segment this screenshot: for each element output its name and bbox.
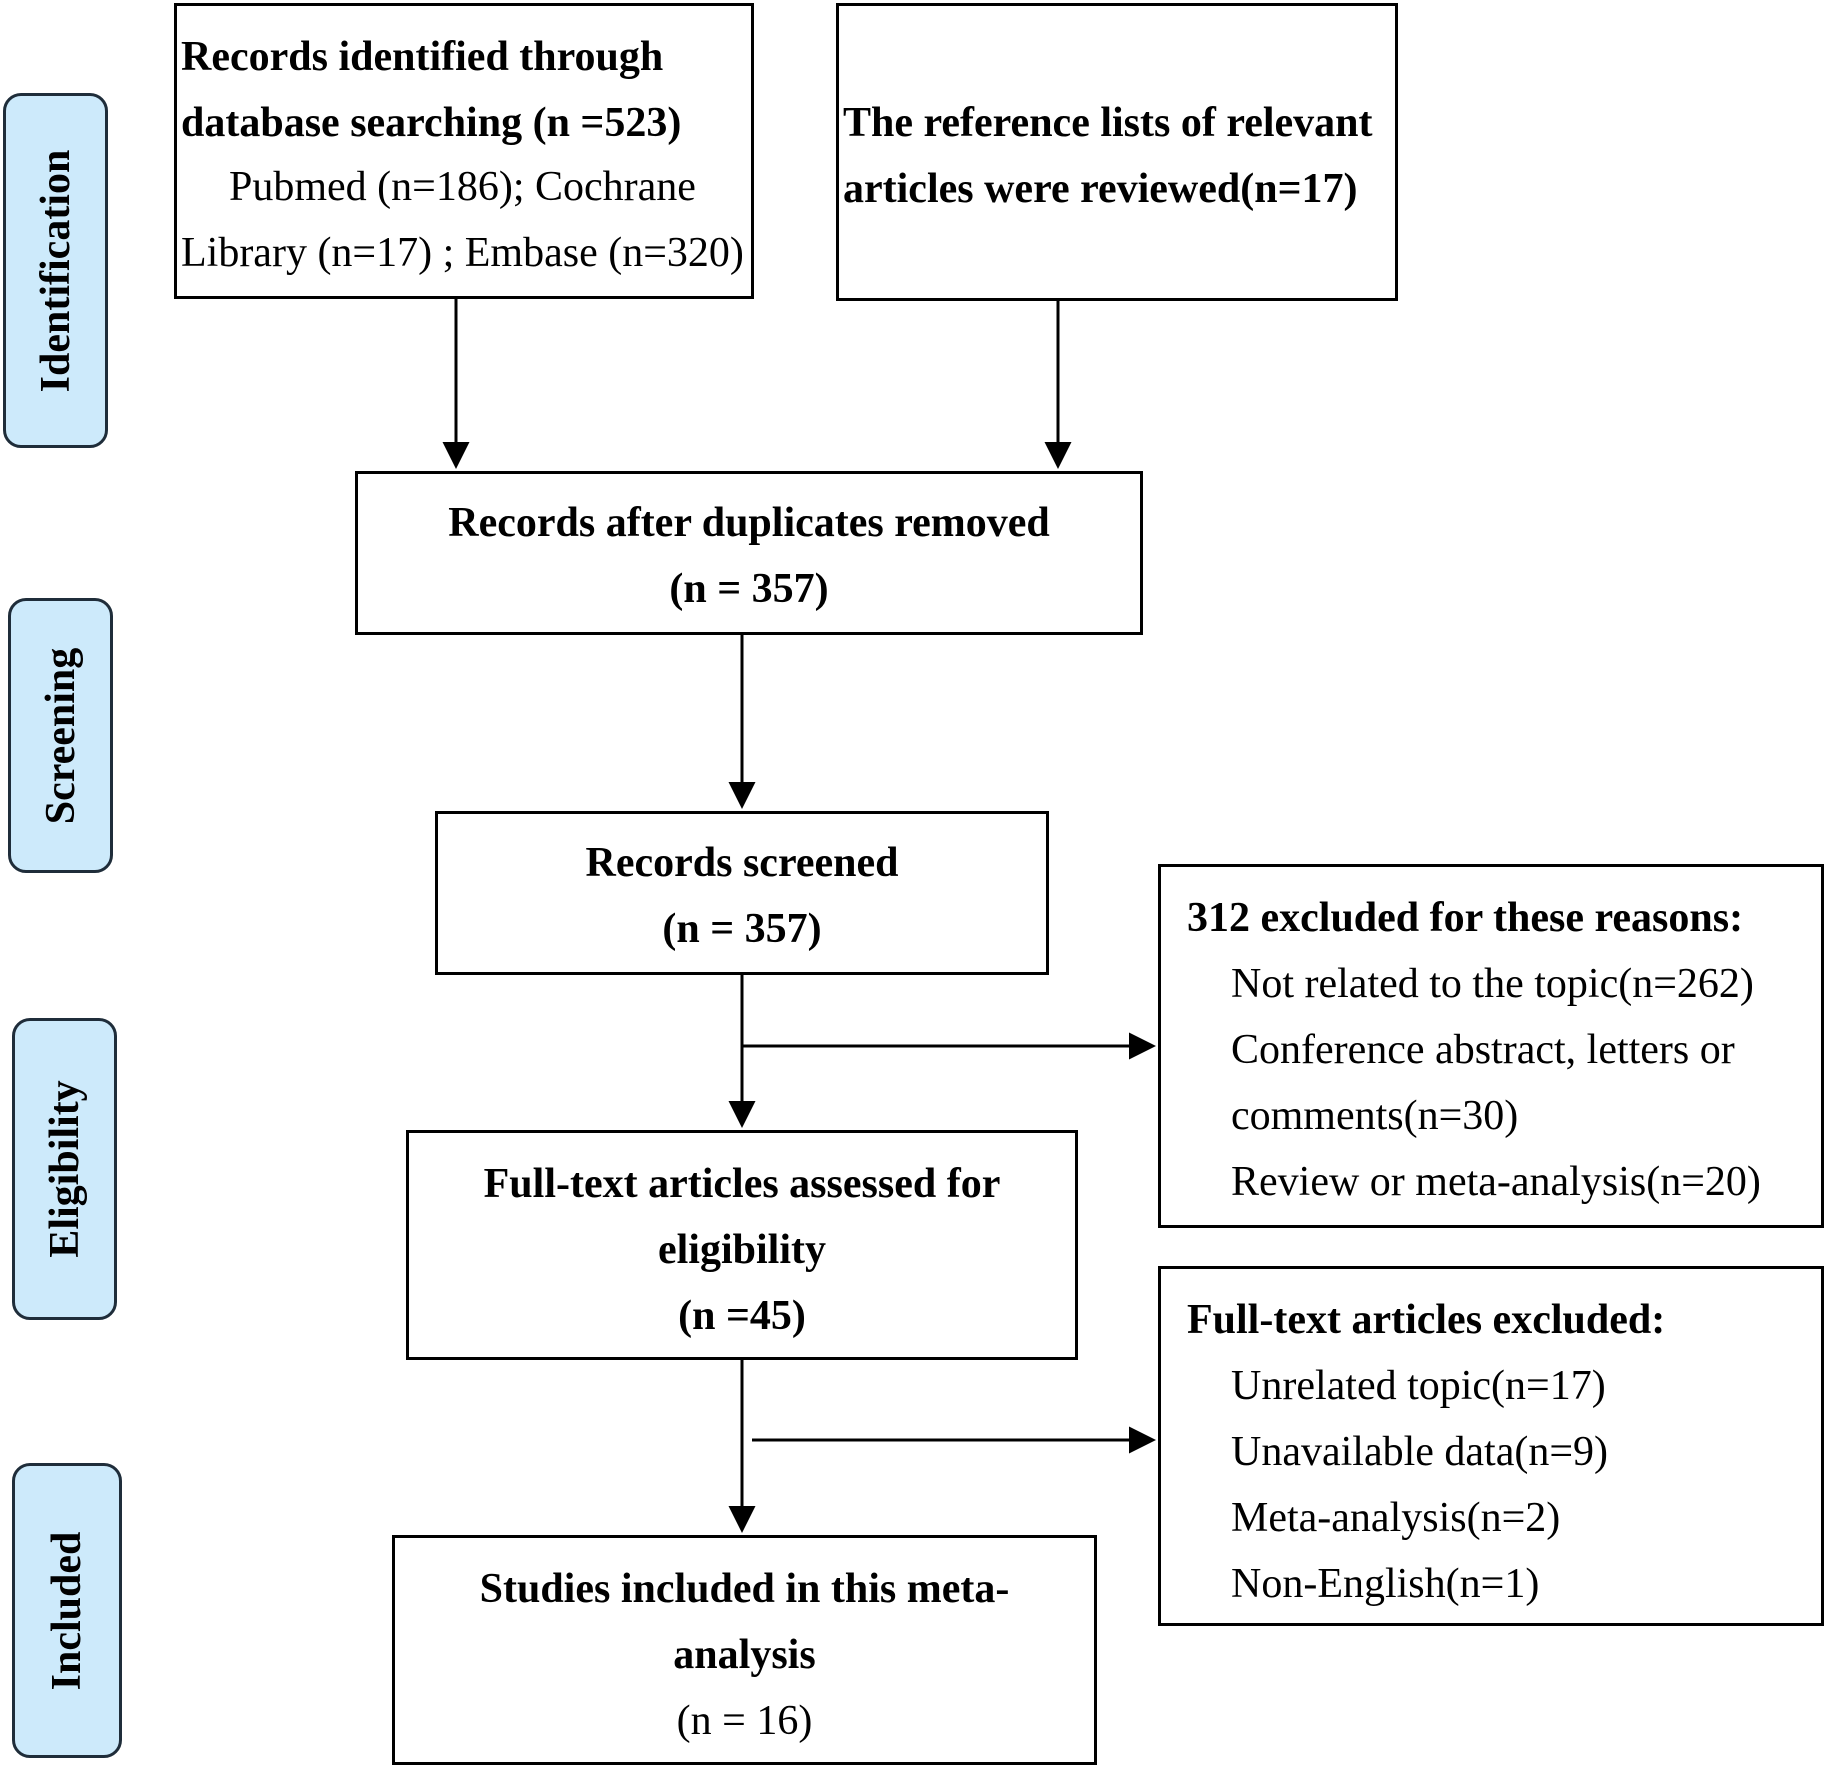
studies-included-line2: analysis [673, 1632, 816, 1678]
database-search-title-line1: Records identified through [181, 34, 664, 80]
database-search-detail-line2: Library (n=17) ; Embase (n=320) [181, 230, 744, 276]
duplicates-removed-box: Records after duplicates removed (n = 35… [355, 471, 1143, 635]
excluded-screening-reason: Not related to the topic(n=262) [1231, 961, 1754, 1007]
reference-lists-box: The reference lists of relevant articles… [836, 3, 1398, 301]
studies-included-line3: (n = 16) [676, 1698, 813, 1744]
full-text-excluded-title: Full-text articles excluded: [1187, 1297, 1666, 1343]
stage-included: Included [12, 1463, 122, 1758]
full-text-assessed-box: Full-text articles assessed for eligibil… [406, 1130, 1078, 1360]
full-text-excluded-reason: Meta-analysis(n=2) [1231, 1495, 1561, 1541]
records-screened-line1: Records screened [585, 840, 899, 886]
excluded-screening-box: 312 excluded for these reasons: Not rela… [1158, 864, 1824, 1228]
excluded-screening-reason: Conference abstract, letters or [1231, 1027, 1735, 1073]
stage-identification: Identification [3, 93, 108, 448]
studies-included-box: Studies included in this meta- analysis … [392, 1535, 1097, 1765]
reference-lists-line2: articles were reviewed(n=17) [843, 166, 1358, 212]
full-text-excluded-box: Full-text articles excluded: Unrelated t… [1158, 1266, 1824, 1626]
full-text-assessed-line1: Full-text articles assessed for [483, 1161, 1001, 1207]
full-text-assessed-line3: (n =45) [678, 1293, 806, 1339]
database-search-box: Records identified through database sear… [174, 3, 754, 299]
duplicates-removed-line2: (n = 357) [669, 566, 829, 612]
database-search-detail-line1: Pubmed (n=186); Cochrane [229, 164, 696, 210]
reference-lists-line1: The reference lists of relevant [843, 100, 1373, 146]
stage-screening: Screening [8, 598, 113, 873]
full-text-excluded-reason: Unavailable data(n=9) [1231, 1429, 1609, 1475]
records-screened-line2: (n = 357) [662, 906, 822, 952]
full-text-assessed-line2: eligibility [658, 1227, 826, 1273]
stage-eligibility: Eligibility [12, 1018, 117, 1320]
full-text-excluded-reason: Non-English(n=1) [1231, 1561, 1540, 1607]
excluded-screening-reason: Review or meta-analysis(n=20) [1231, 1159, 1761, 1205]
duplicates-removed-line1: Records after duplicates removed [448, 500, 1050, 546]
excluded-screening-reason: comments(n=30) [1231, 1093, 1519, 1139]
studies-included-line1: Studies included in this meta- [479, 1566, 1010, 1612]
full-text-excluded-reason: Unrelated topic(n=17) [1231, 1363, 1606, 1409]
database-search-title-line2: database searching (n =523) [181, 100, 682, 146]
excluded-screening-title: 312 excluded for these reasons: [1187, 895, 1744, 941]
records-screened-box: Records screened (n = 357) [435, 811, 1049, 975]
